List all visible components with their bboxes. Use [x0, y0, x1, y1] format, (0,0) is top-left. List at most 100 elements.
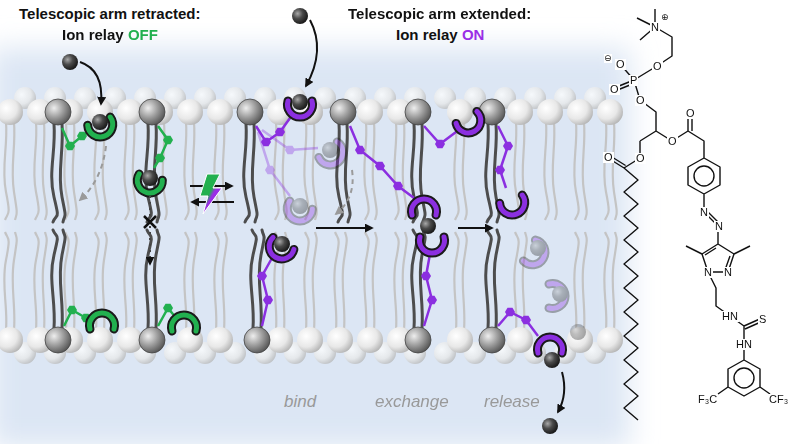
lipid-tails: [214, 232, 227, 330]
extended-receptors: [258, 132, 290, 196]
extended-receptors: [538, 337, 563, 353]
extended-receptors: [498, 312, 538, 336]
chemical-bonds: [608, 9, 770, 396]
retracted-ions-and-arrows: [80, 146, 106, 200]
lipid-heads: [447, 327, 473, 353]
lipid-heads: [0, 327, 23, 353]
atom-label: CF₃: [768, 394, 789, 405]
extended-receptors: [505, 308, 515, 317]
extended-receptors: [421, 272, 431, 281]
lipid-tails: [34, 232, 47, 330]
transporter-lipids: [52, 124, 65, 222]
retracted-receptors: [154, 126, 168, 168]
extended-ions-and-arrows: [558, 372, 564, 412]
transporter-lipids: [486, 230, 499, 328]
lipid-heads: [507, 327, 533, 353]
extended-receptors: [393, 182, 403, 191]
retracted-receptors: [65, 142, 75, 151]
atom-label: O: [685, 108, 696, 119]
retracted-receptors: [67, 306, 77, 315]
retracted-ions-and-arrows: [149, 196, 151, 264]
lipid-heads: [267, 327, 293, 353]
transporter-lipids: [405, 99, 431, 125]
aromatic-ring: [694, 166, 714, 186]
atom-label: N: [699, 207, 709, 218]
extended-receptors: [256, 101, 586, 353]
extended-receptors: [256, 118, 290, 142]
extended-receptors: [427, 296, 437, 305]
lipid-heads: [207, 99, 233, 125]
atom-label: O: [667, 136, 678, 147]
lipid-tails: [124, 122, 137, 220]
lipid-heads: [177, 99, 203, 125]
extended-receptors: [498, 126, 508, 188]
back-lipid-heads: [14, 87, 606, 364]
extended-ions-and-arrows: [544, 352, 560, 368]
charge-sign: ⊖: [604, 54, 612, 63]
retracted-receptors: [172, 315, 197, 331]
extended-receptors: [262, 258, 272, 326]
extended-receptors: [420, 237, 445, 253]
extended-receptors: [523, 240, 549, 270]
lipid-tails: [364, 232, 377, 330]
extended-receptors: [257, 272, 267, 281]
retracted-receptors: [155, 154, 165, 163]
panel-heading: Telescopic arm retracted:: [19, 5, 200, 22]
atom-label: HN: [721, 311, 739, 322]
extended-ions-and-arrows: [336, 170, 353, 214]
retracted-ions-and-arrows: [144, 216, 156, 228]
atom-label: N: [650, 22, 660, 33]
atom-label: O: [615, 59, 626, 70]
extended-ions-and-arrows: [292, 8, 308, 24]
lipid-tails: [124, 232, 137, 330]
atom-label: O: [635, 153, 646, 164]
step-label: bind: [284, 393, 316, 412]
retracted-receptors: [163, 304, 173, 313]
extended-receptors: [570, 324, 586, 340]
extended-receptors: [412, 199, 437, 215]
panel-heading: Telescopic arm extended:: [348, 5, 531, 22]
atom-label: O: [609, 84, 620, 95]
chemical-structure: [608, 9, 770, 420]
lipid-heads: [537, 99, 563, 125]
extended-ions-and-arrows: [458, 227, 492, 229]
transporter-lipids: [244, 124, 257, 222]
lipid-tails: [4, 122, 17, 220]
atom-label: F₃C: [697, 394, 718, 405]
lipid-tails: [454, 232, 467, 330]
transporter-lipids: [146, 230, 159, 328]
alkyl-chain: [624, 168, 638, 420]
extended-ions-and-arrows: [274, 236, 290, 252]
state-text: Ion relay: [62, 26, 124, 43]
light-switch-symbol: [190, 174, 234, 214]
step-label: release: [484, 393, 540, 412]
transporter-lipids: [139, 327, 165, 353]
lipid-tails: [604, 122, 617, 220]
atom-label: N: [703, 267, 713, 278]
lipid-tails: [604, 232, 617, 330]
transporter-lipids: [405, 327, 431, 353]
transporter-lipids: [139, 99, 165, 125]
retracted-ions-and-arrows: [62, 54, 158, 264]
atom-label: N: [714, 221, 724, 232]
lipid-tails: [214, 122, 227, 220]
extended-receptors: [495, 166, 505, 175]
transporter-lipids: [45, 327, 71, 353]
lipid-tails: [394, 232, 407, 330]
lipid-tails: [34, 122, 47, 220]
lipid-tails: [394, 122, 407, 220]
state-text: Ion relay: [396, 26, 458, 43]
extended-receptors: [424, 254, 432, 326]
lipid-heads: [297, 327, 323, 353]
transporter-lipids: [479, 327, 505, 353]
atom-label: O: [603, 152, 614, 163]
lipid-tails: [4, 232, 17, 330]
extended-receptors: [456, 111, 486, 137]
transporter-lipids: [45, 99, 71, 125]
extended-receptors: [261, 138, 271, 147]
lipid-tails: [574, 232, 587, 330]
extended-receptors: [503, 142, 513, 151]
lipid-heads: [447, 99, 473, 125]
lipid-tails: [4, 122, 617, 330]
